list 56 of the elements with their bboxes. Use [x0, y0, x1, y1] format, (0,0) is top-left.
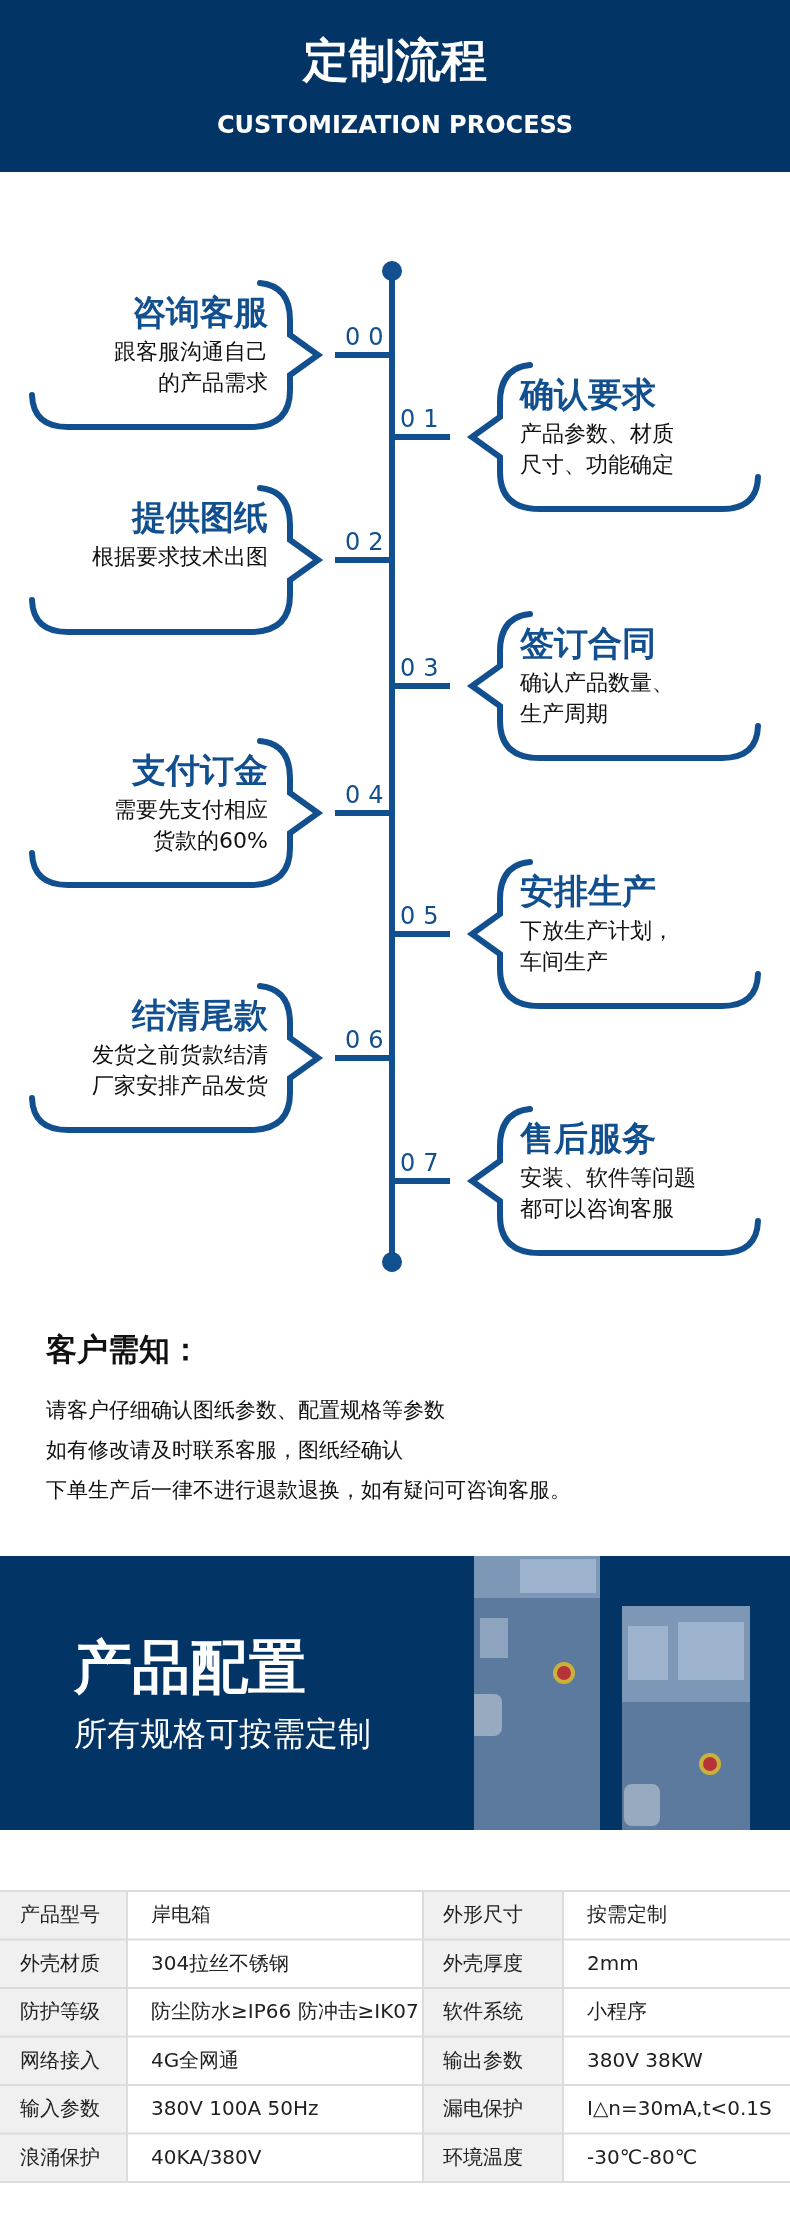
- notice-text: 如有修改请及时联系客服，图纸经确认: [46, 1437, 403, 1464]
- spec-value: 按需定制: [587, 1901, 667, 1928]
- step-heading: 售后服务: [520, 1118, 656, 1158]
- spec-value: 304拉丝不锈钢: [151, 1949, 290, 1977]
- step-heading: 提供图纸: [132, 497, 268, 537]
- spec-name: 外形尺寸: [443, 1901, 523, 1928]
- step-number: 04: [345, 781, 392, 809]
- banner-heading: 产品配置: [74, 1632, 306, 1702]
- step-heading: 支付订金: [132, 750, 268, 790]
- banner-subheading: 所有规格可按需定制: [74, 1713, 371, 1755]
- spec-value: 2mm: [587, 1949, 639, 1977]
- spec-value: 40KA/380V: [151, 2143, 262, 2171]
- step-description: 下放生产计划，车间生产: [520, 917, 675, 976]
- spec-value: I△n=30mA,t<0.1S: [587, 2095, 772, 2122]
- step-heading: 安排生产: [520, 871, 656, 911]
- spec-value: 小程序: [587, 1998, 647, 2025]
- step-number: 05: [400, 902, 447, 930]
- spec-name: 输出参数: [443, 2046, 523, 2074]
- spec-value: 岸电箱: [151, 1901, 211, 1928]
- spec-name: 产品型号: [20, 1901, 100, 1928]
- spec-name: 外壳材质: [20, 1949, 100, 1977]
- spec-value: 防尘防水≥IP66 防冲击≥IK07: [151, 1998, 419, 2025]
- title: 定制流程: [301, 32, 488, 89]
- spec-name: 外壳厚度: [443, 1949, 523, 1977]
- step-number: 03: [400, 654, 447, 682]
- spec-name: 软件系统: [443, 1998, 523, 2025]
- spec-value: 380V 38KW: [587, 2046, 703, 2074]
- spec-value: 4G全网通: [151, 2046, 240, 2074]
- step-heading: 签订合同: [520, 623, 656, 663]
- step-description: 产品参数、材质尺寸、功能确定: [520, 420, 675, 479]
- subtitle: CUSTOMIZATION PROCESS: [215, 110, 575, 141]
- spec-name: 防护等级: [20, 1998, 100, 2025]
- step-description: 确认产品数量、生产周期: [520, 669, 675, 728]
- spec-value: -30℃-80℃: [587, 2143, 698, 2171]
- notice-text: 请客户仔细确认图纸参数、配置规格等参数: [46, 1397, 445, 1424]
- notice-heading: 客户需知：: [46, 1330, 201, 1369]
- step-number: 00: [345, 323, 392, 351]
- step-heading: 咨询客服: [132, 292, 268, 332]
- step-description: 根据要求技术出图: [91, 543, 268, 571]
- step-description: 跟客服沟通自己的产品需求: [113, 338, 268, 397]
- step-description: 需要先支付相应货款的60%: [113, 796, 268, 855]
- step-number: 01: [400, 405, 447, 433]
- spec-value: 380V 100A 50Hz: [151, 2095, 319, 2122]
- spec-name: 环境温度: [443, 2143, 523, 2171]
- step-description: 安装、软件等问题都可以咨询客服: [520, 1164, 697, 1223]
- notice-text: 下单生产后一律不进行退款退换，如有疑问可咨询客服。: [46, 1477, 571, 1504]
- step-heading: 结清尾款: [132, 995, 268, 1035]
- spec-name: 输入参数: [20, 2095, 100, 2122]
- spec-name: 网络接入: [20, 2046, 100, 2074]
- step-number: 06: [345, 1026, 392, 1054]
- step-number: 02: [345, 528, 392, 556]
- spec-name: 浪涌保护: [20, 2143, 100, 2171]
- step-number: 07: [400, 1149, 447, 1177]
- spec-name: 漏电保护: [443, 2095, 523, 2122]
- step-description: 发货之前货款结清厂家安排产品发货: [91, 1041, 268, 1100]
- step-heading: 确认要求: [520, 374, 656, 414]
